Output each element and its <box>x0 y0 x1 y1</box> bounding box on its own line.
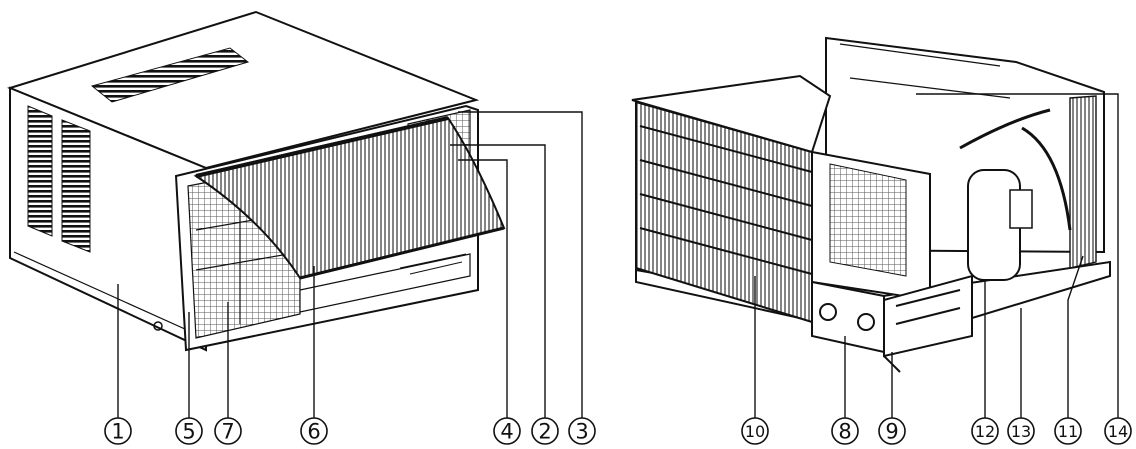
callout-14-label: 14 <box>1108 422 1128 441</box>
callout-8: 8 <box>831 417 859 445</box>
callout-1: 1 <box>104 417 132 445</box>
callout-2-label: 2 <box>538 420 551 444</box>
callout-11-label: 11 <box>1058 422 1078 441</box>
callout-12: 12 <box>971 417 999 445</box>
callout-2: 2 <box>531 417 559 445</box>
side-vent-2 <box>61 119 91 253</box>
callout-10: 10 <box>741 417 769 445</box>
callout-5: 5 <box>175 417 203 445</box>
callout-3: 3 <box>568 417 596 445</box>
callout-4: 4 <box>493 417 521 445</box>
front-unit <box>7 10 506 352</box>
callout-9-label: 9 <box>885 420 898 444</box>
callout-10-label: 10 <box>745 422 765 441</box>
callout-13-label: 13 <box>1011 422 1031 441</box>
condenser-coil <box>1069 95 1097 269</box>
side-vent-1 <box>27 105 53 237</box>
chassis-unit <box>631 36 1111 373</box>
callout-13: 13 <box>1007 417 1035 445</box>
callout-3-label: 3 <box>575 420 588 444</box>
callout-14: 14 <box>1104 417 1132 445</box>
callout-9: 9 <box>878 417 906 445</box>
callout-7-label: 7 <box>221 420 234 444</box>
callout-1-label: 1 <box>111 420 124 444</box>
callout-4-label: 4 <box>500 420 513 444</box>
callout-6: 6 <box>300 417 328 445</box>
callout-5-label: 5 <box>182 420 195 444</box>
cabinet-side <box>9 86 207 352</box>
callout-12-label: 12 <box>975 422 995 441</box>
leader-lines <box>117 93 1119 419</box>
callout-7: 7 <box>214 417 242 445</box>
top-vent <box>90 47 250 103</box>
callout-6-label: 6 <box>307 420 320 444</box>
callout-8-label: 8 <box>838 420 851 444</box>
callout-11: 11 <box>1054 417 1082 445</box>
